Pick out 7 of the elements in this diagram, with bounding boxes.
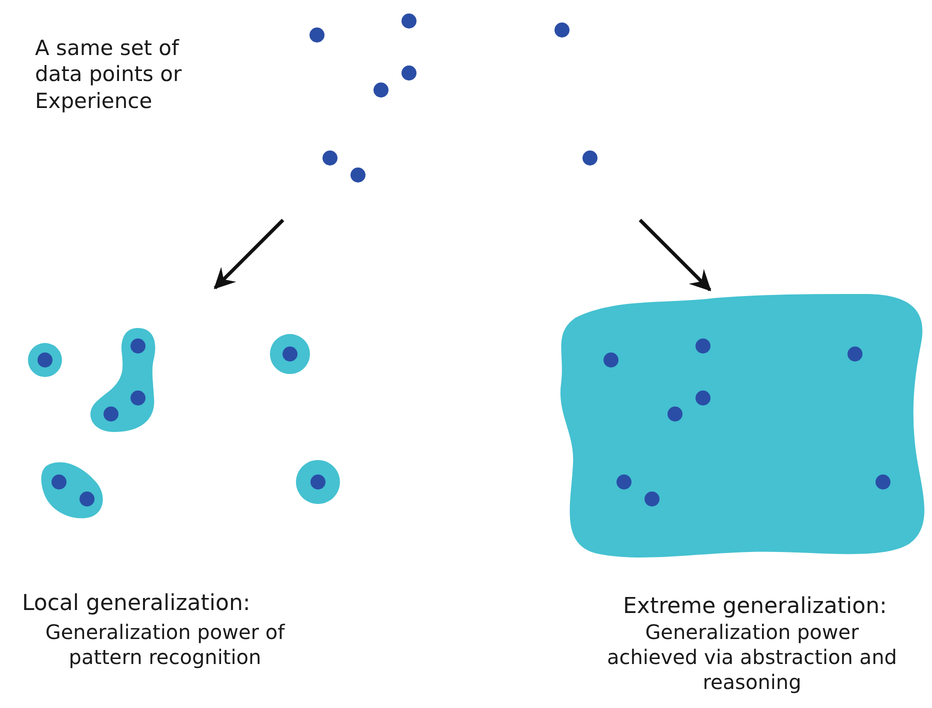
- arrow: [214, 218, 284, 290]
- caption-text: Generalization power achieved via abstraction and reasoning: [606, 620, 898, 695]
- caption-heading: Local generalization:: [22, 590, 252, 618]
- caption-text: Generalization power of pattern recognition: [44, 620, 286, 670]
- note-text: A same set of data points or Experience: [35, 35, 183, 114]
- arrow: [638, 218, 712, 292]
- caption-heading: Extreme generalization:: [622, 593, 888, 620]
